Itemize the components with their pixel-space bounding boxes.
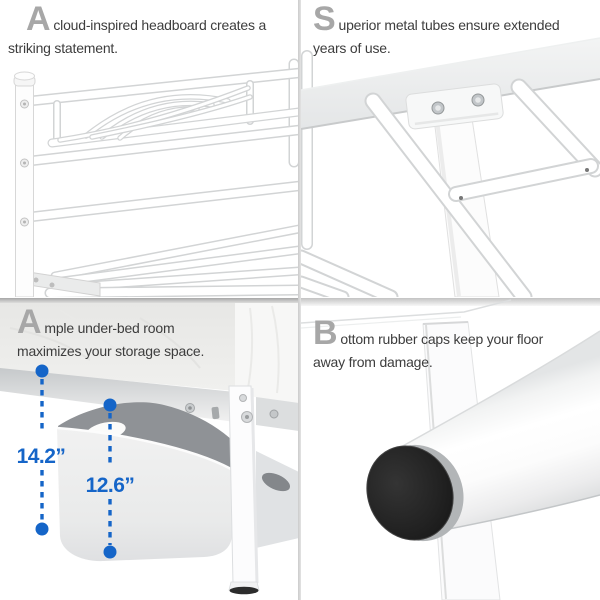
panel-rubber-cap-feature: B ottom rubber caps keep your floor away… xyxy=(301,298,600,600)
tubes-caption: S uperior metal tubes ensure extended ye… xyxy=(313,0,560,60)
panel-headboard-feature: A cloud-inspired headboard creates a str… xyxy=(0,0,299,297)
tube-frame-illustration xyxy=(301,37,600,297)
caption-text: cloud-inspired headboard creates a xyxy=(53,17,267,33)
headboard-caption: A cloud-inspired headboard creates a str… xyxy=(8,0,267,60)
photo-top-edge xyxy=(0,298,299,304)
caps-caption: B ottom rubber caps keep your floor away… xyxy=(313,314,544,374)
headboard-illustration xyxy=(13,58,299,297)
headboard-post xyxy=(13,71,36,297)
caption-text: uperior metal tubes ensure extended xyxy=(338,17,560,33)
panel-metal-tubes-feature: S uperior metal tubes ensure extended ye… xyxy=(301,0,600,297)
caption-line-1: A mple under-bed room xyxy=(17,303,204,341)
height-measurement-label: 14.2” xyxy=(17,445,66,468)
headboard-cloud-arcs xyxy=(57,85,253,143)
caption-line-2: maximizes your storage space. xyxy=(17,343,205,359)
mounting-bracket xyxy=(405,83,504,130)
initial-letter: A xyxy=(17,303,42,341)
initial-letter: S xyxy=(313,0,336,38)
measurement-clearance: 12.6” xyxy=(86,398,135,559)
leg-foot-cap xyxy=(229,586,259,595)
headboard-rails xyxy=(24,58,299,168)
panel-divider xyxy=(298,0,301,600)
caption-line-2: years of use. xyxy=(313,40,391,56)
clearance-measurement-label: 12.6” xyxy=(86,474,135,497)
measurement-height: 14.2” xyxy=(17,364,66,536)
rubber-cap-illustration xyxy=(301,298,600,600)
storage-illustration: 14.2” 12.6” xyxy=(0,298,299,595)
initial-letter: B xyxy=(313,314,338,352)
caption-line-1: B ottom rubber caps keep your floor xyxy=(313,314,544,352)
initial-letter: A xyxy=(26,0,51,38)
caption-line-1: S uperior metal tubes ensure extended xyxy=(313,0,560,38)
bin-side-handle-hole xyxy=(261,472,291,492)
background-edges xyxy=(301,299,512,329)
bracket-screws xyxy=(431,93,485,115)
photo-top-edge xyxy=(301,298,600,306)
post-screws xyxy=(20,99,29,227)
storage-caption: A mple under-bed room maximizes your sto… xyxy=(17,303,205,363)
support-tubes xyxy=(301,78,600,297)
rubber-cap xyxy=(366,444,464,542)
bed-leg xyxy=(228,385,260,595)
caption-line-2: striking statement. xyxy=(8,40,118,56)
caption-line-2: away from damage. xyxy=(313,354,433,370)
caption-line-1: A cloud-inspired headboard creates a xyxy=(8,0,267,38)
panel-storage-feature: A mple under-bed room maximizes your sto… xyxy=(0,298,299,600)
caption-text: ottom rubber caps keep your floor xyxy=(340,331,544,347)
storage-bin xyxy=(56,402,299,562)
headboard-lower-rails xyxy=(24,124,299,223)
mattress xyxy=(0,303,299,406)
caption-text: mple under-bed room xyxy=(44,320,175,336)
